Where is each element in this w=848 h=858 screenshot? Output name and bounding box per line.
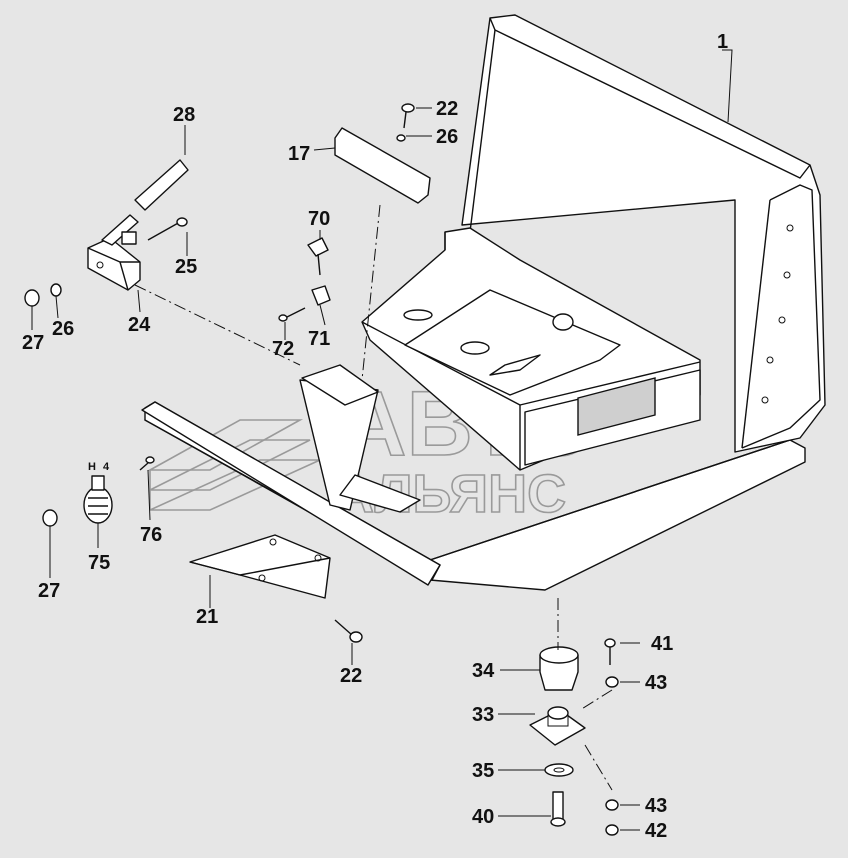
callout-27-left: 27 [22, 332, 44, 354]
callout-27-lower: 27 [38, 580, 60, 602]
callout-25: 25 [175, 256, 197, 278]
part-71-clip [311, 285, 331, 306]
callout-42: 42 [645, 820, 667, 842]
part-72-screw [278, 307, 306, 322]
callout-1: 1 [717, 31, 728, 53]
callout-70: 70 [308, 208, 330, 230]
part-22-bolt-top [401, 103, 415, 129]
long-rail-strip [141, 401, 441, 586]
lock-marking-label: H 4 [88, 461, 111, 473]
part-41-bolt [604, 638, 616, 665]
callout-43-upper: 43 [645, 672, 667, 694]
callout-71: 71 [308, 328, 330, 350]
part-28-handle-grip [134, 159, 189, 211]
callout-72: 72 [272, 338, 294, 360]
part-43-nut-lower [605, 799, 619, 811]
callout-21: 21 [196, 606, 218, 628]
callout-35: 35 [472, 760, 494, 782]
callout-76: 76 [140, 524, 162, 546]
part-43-nut-upper [605, 676, 619, 688]
callout-41: 41 [651, 633, 673, 655]
callout-40: 40 [472, 806, 494, 828]
part-25-bolt [147, 217, 188, 241]
callout-26-left: 26 [52, 318, 74, 340]
part-21-bracket [189, 534, 331, 599]
part-70-key [307, 237, 329, 276]
part-76-screw [139, 456, 155, 471]
callout-43-lower: 43 [645, 795, 667, 817]
callout-24: 24 [128, 314, 151, 336]
leader-lines [31, 49, 733, 831]
part-17-trim-strip [334, 127, 431, 204]
center-lines [134, 204, 613, 791]
callout-28: 28 [173, 104, 195, 126]
part-42-nut [605, 824, 619, 836]
part-27-nut-left [24, 289, 40, 307]
pedal-mount [299, 364, 421, 513]
callouts: 1 28 22 26 17 25 70 26 24 27 71 72 76 75… [22, 31, 728, 842]
callout-22-lower: 22 [340, 665, 362, 687]
callout-33: 33 [472, 704, 494, 726]
part-24-lever-block [87, 214, 141, 291]
part-75-lock [83, 475, 113, 524]
part-40-bolt [550, 791, 566, 827]
part-33-mount-plate [529, 706, 586, 746]
callout-26-top: 26 [436, 126, 458, 148]
part-26-washer-top [396, 134, 406, 142]
callout-22-top: 22 [436, 98, 458, 120]
callout-34: 34 [472, 660, 495, 682]
part-27-nut-lower [42, 509, 58, 527]
callout-17: 17 [288, 143, 310, 165]
part-22-bolt-lower [334, 619, 363, 643]
callout-75: 75 [88, 552, 110, 574]
part-35-washer [544, 763, 574, 777]
part-26-washer-left [50, 283, 62, 297]
part-34-bumper [539, 646, 579, 691]
